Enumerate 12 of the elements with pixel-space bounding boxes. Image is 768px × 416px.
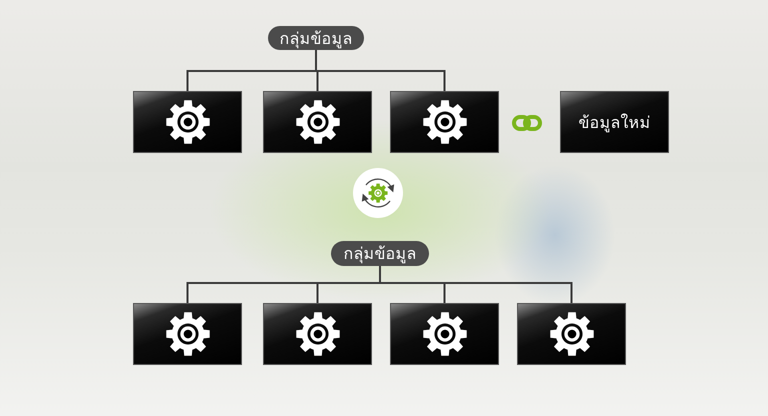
gear-box bbox=[133, 303, 242, 365]
gear-box bbox=[263, 303, 372, 365]
box-label: ข้อมูลใหม่ bbox=[578, 112, 650, 134]
connector-line bbox=[379, 266, 572, 303]
group-label: กลุ่มข้อมูล bbox=[268, 26, 364, 50]
gear-box bbox=[390, 303, 499, 365]
group-label: กลุ่มข้อมูล bbox=[331, 241, 429, 266]
data-box bbox=[560, 91, 669, 153]
gear-box bbox=[390, 91, 499, 153]
gear-box bbox=[263, 91, 372, 153]
gear-box bbox=[517, 303, 626, 365]
gear-box bbox=[133, 91, 242, 153]
